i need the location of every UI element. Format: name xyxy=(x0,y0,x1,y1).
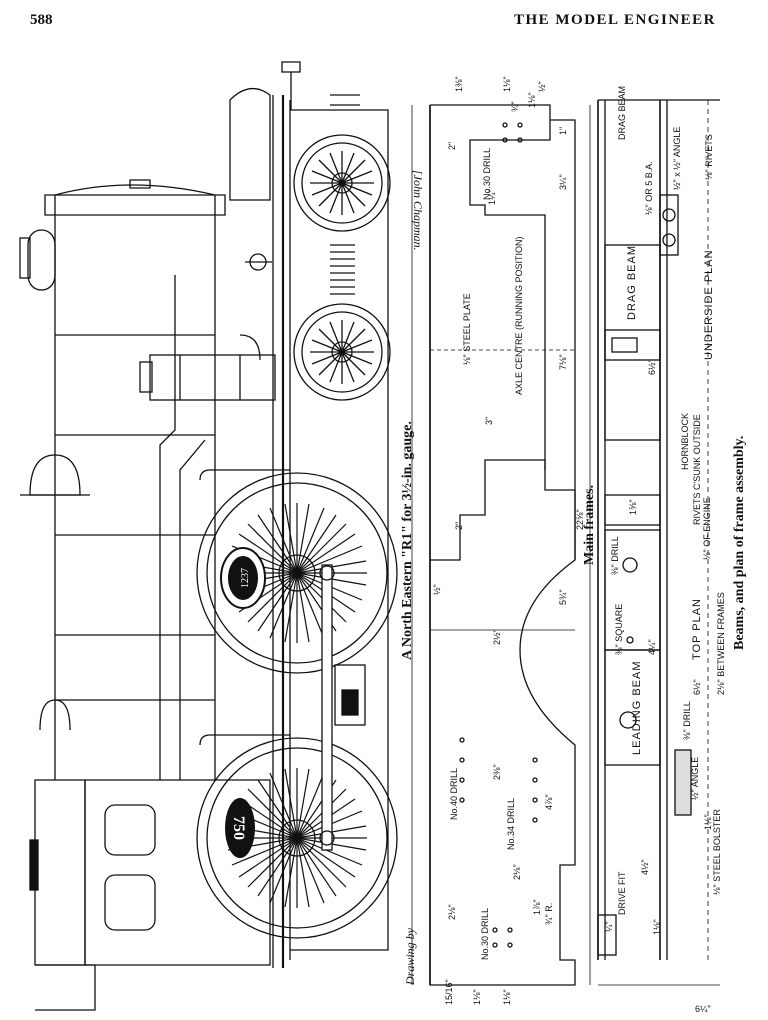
svg-text:⅛" STEEL BOLSTER: ⅛" STEEL BOLSTER xyxy=(712,809,722,895)
svg-text:1⅛": 1⅛" xyxy=(652,919,662,935)
svg-text:1⅛": 1⅛" xyxy=(502,76,512,92)
svg-text:1⅞": 1⅞" xyxy=(532,899,542,915)
frame-labels: No.30 DRILL ⅛" STEEL PLATE AXLE CENTRE (… xyxy=(449,148,554,960)
splasher-numberplate: 1237 xyxy=(220,547,266,609)
svg-text:2": 2" xyxy=(454,522,464,530)
svg-text:DRIVE FIT: DRIVE FIT xyxy=(617,871,627,915)
svg-text:⅜" DRILL: ⅜" DRILL xyxy=(610,536,620,575)
svg-text:DRAG BEAM: DRAG BEAM xyxy=(626,245,638,320)
svg-text:No.34 DRILL: No.34 DRILL xyxy=(506,798,516,850)
author-credit: [John Chapman. xyxy=(411,170,425,251)
svg-text:¼": ¼" xyxy=(604,921,614,932)
svg-text:2½": 2½" xyxy=(492,629,502,645)
svg-text:¾" R.: ¾" R. xyxy=(544,903,554,925)
main-frame-drawing xyxy=(411,104,591,986)
locomotive-caption: A North Eastern "R1" for 3½-in. gauge. xyxy=(400,421,415,660)
svg-text:LEADING BEAM: LEADING BEAM xyxy=(631,660,643,755)
svg-text:6½": 6½" xyxy=(647,359,657,375)
svg-text:½": ½" xyxy=(432,584,442,595)
svg-text:No.30 DRILL: No.30 DRILL xyxy=(482,148,492,200)
svg-text:⅜" SQUARE: ⅜" SQUARE xyxy=(614,604,624,655)
svg-text:1⅛": 1⅛" xyxy=(703,814,713,830)
svg-text:⅛" OR 5 B.A.: ⅛" OR 5 B.A. xyxy=(644,161,654,215)
svg-text:1⅛": 1⅛" xyxy=(527,92,537,108)
main-frames-caption: Main frames. xyxy=(582,485,597,565)
beams-plan-drawing xyxy=(597,99,720,986)
svg-text:UNDERSIDE PLAN: UNDERSIDE PLAN xyxy=(703,249,715,360)
svg-text:½" ANGLE: ½" ANGLE xyxy=(690,757,700,800)
svg-text:TOP PLAN: TOP PLAN xyxy=(691,598,703,660)
page-number: 588 xyxy=(30,12,53,28)
svg-text:⅜" DRILL: ⅜" DRILL xyxy=(682,701,692,740)
svg-text:½": ½" xyxy=(537,81,547,92)
svg-text:2⅛": 2⅛" xyxy=(512,864,522,880)
beams-caption: Beams, and plan of frame assembly. xyxy=(732,436,747,650)
svg-text:HORNBLOCK: HORNBLOCK xyxy=(680,413,690,470)
svg-text:DRAG BEAM: DRAG BEAM xyxy=(617,86,627,140)
svg-text:1¼": 1¼" xyxy=(487,189,497,205)
svg-text:3¼": 3¼" xyxy=(558,174,568,190)
svg-text:6½": 6½" xyxy=(692,679,702,695)
svg-text:⅛" RIVETS: ⅛" RIVETS xyxy=(704,134,714,180)
svg-text:½" x ½" ANGLE: ½" x ½" ANGLE xyxy=(672,127,682,190)
svg-text:7⅛": 7⅛" xyxy=(558,354,568,370)
svg-text:3": 3" xyxy=(484,417,494,425)
svg-text:⅛" STEEL PLATE: ⅛" STEEL PLATE xyxy=(462,293,472,365)
svg-text:4¼": 4¼" xyxy=(647,639,657,655)
running-head: THE MODEL ENGINEER xyxy=(513,12,716,28)
svg-text:4⅞": 4⅞" xyxy=(544,794,554,810)
svg-text:1": 1" xyxy=(558,127,568,135)
splasher-number: 1237 xyxy=(240,568,251,588)
svg-text:2⅜": 2⅜" xyxy=(492,764,502,780)
svg-text:4½": 4½" xyxy=(640,859,650,875)
beams-labels: DRAG BEAM ⅛" OR 5 B.A. ½" x ½" ANGLE ⅛" … xyxy=(610,86,726,915)
svg-text:1⅛": 1⅛" xyxy=(472,989,482,1005)
svg-text:2⅛" BETWEEN FRAMES: 2⅛" BETWEEN FRAMES xyxy=(716,592,726,695)
svg-text:⅛" OF ENGINE: ⅛" OF ENGINE xyxy=(702,497,712,560)
svg-text:¾": ¾" xyxy=(510,101,520,112)
svg-text:15/16": 15/16" xyxy=(444,979,454,1005)
svg-text:6¼": 6¼" xyxy=(695,1004,711,1014)
svg-text:1⅛": 1⅛" xyxy=(502,989,512,1005)
drawing-by-credit: Drawing by xyxy=(403,927,417,986)
svg-text:AXLE CENTRE (RUNNING POSITION): AXLE CENTRE (RUNNING POSITION) xyxy=(514,236,524,395)
svg-text:2⅛": 2⅛" xyxy=(447,904,457,920)
svg-text:No.30 DRILL: No.30 DRILL xyxy=(480,908,490,960)
cab-numberplate: 750 xyxy=(225,798,255,858)
frame-dimensions: 1⅜" 1⅛" ½" 1⅛" ¾" 1" 2" 3¼" 1¼" 7⅛" 22⅝"… xyxy=(432,76,585,1005)
svg-text:5¾": 5¾" xyxy=(558,589,568,605)
locomotive-elevation xyxy=(19,61,398,1011)
beams-dimensions: 6½" 1⅝" 4¼" 6½" 4½" 1⅛" 1⅛" 6¼" ¼" xyxy=(604,359,713,1014)
svg-text:RIVETS C'SUNK OUTSIDE: RIVETS C'SUNK OUTSIDE xyxy=(692,414,702,525)
svg-text:1⅜": 1⅜" xyxy=(454,76,464,92)
cab-number: 750 xyxy=(230,816,247,840)
svg-text:No.40 DRILL: No.40 DRILL xyxy=(449,768,459,820)
svg-text:1⅝": 1⅝" xyxy=(628,499,638,515)
svg-text:22⅝": 22⅝" xyxy=(575,509,585,530)
svg-text:2": 2" xyxy=(447,142,457,150)
